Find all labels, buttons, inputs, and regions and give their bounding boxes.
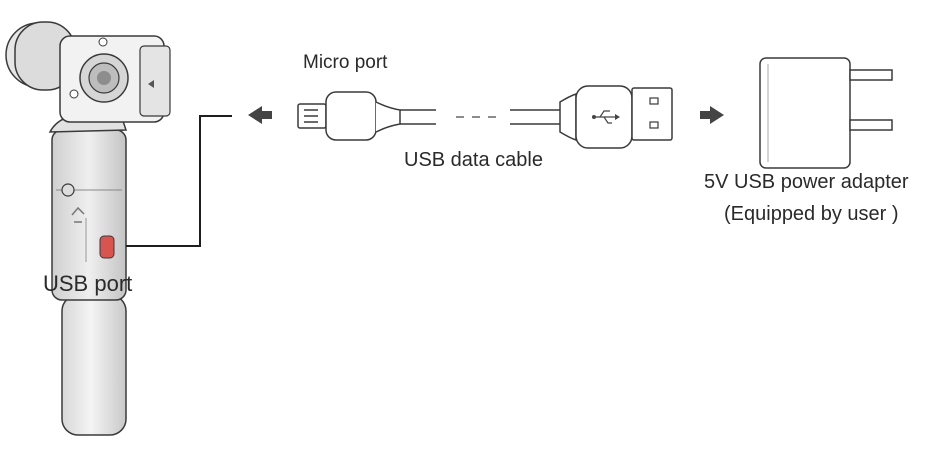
micro-port-label: Micro port [303,52,388,73]
arrow-left-icon [248,106,272,124]
usb-cable [400,109,560,125]
usb-port-label: USB port [43,271,133,296]
micro-usb-plug-icon [297,91,401,141]
arrow-right-icon [700,106,724,124]
power-adapter-label: 5V USB power adapter [704,171,909,193]
gimbal-camera-icon [5,21,171,436]
usb-port-leader-line [126,115,232,247]
power-adapter-icon [759,57,893,169]
usb-a-plug-icon [559,85,673,149]
usb-data-cable-label: USB data cable [404,149,543,171]
usb-symbol-icon [592,110,620,124]
power-adapter-note: (Equipped by user ) [724,203,899,225]
